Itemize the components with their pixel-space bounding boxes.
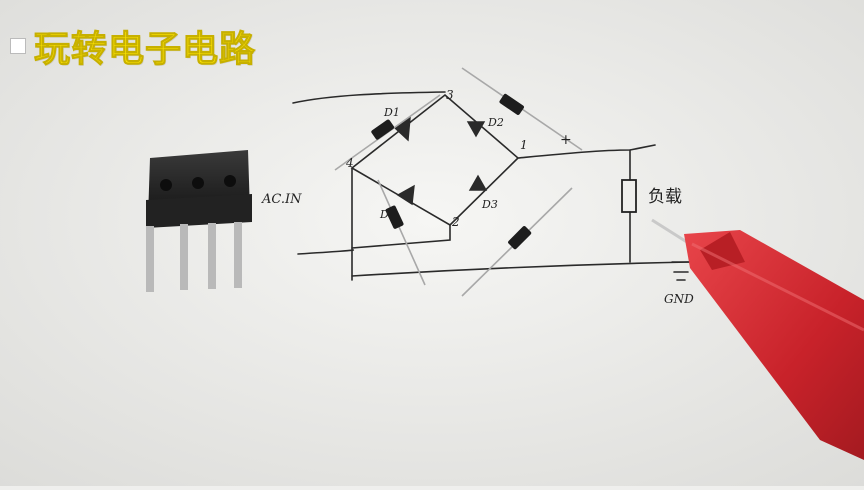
node2-wire bbox=[351, 224, 451, 249]
diode-d2-symbol bbox=[466, 121, 486, 138]
ac-line-bottom bbox=[297, 249, 355, 255]
positive-rail bbox=[517, 144, 656, 159]
bullet-square-icon bbox=[10, 38, 26, 54]
ground-rail bbox=[351, 261, 691, 277]
label-d4: D bbox=[380, 208, 389, 221]
label-d3: D3 bbox=[482, 198, 498, 211]
label-ac-in: AC.IN bbox=[262, 192, 302, 207]
load-resistor bbox=[621, 179, 637, 213]
diode-d1-symbol bbox=[393, 116, 411, 142]
title-overlay: 玩转电子电路 bbox=[10, 20, 256, 72]
label-node-4: 4 bbox=[346, 156, 354, 170]
video-title: 玩转电子电路 bbox=[33, 29, 257, 71]
diode-d3-symbol bbox=[468, 174, 488, 191]
label-d2: D2 bbox=[488, 116, 504, 129]
diode-d4-symbol bbox=[396, 184, 415, 206]
label-load: 负载 bbox=[648, 187, 682, 207]
label-gnd: GND bbox=[664, 292, 694, 306]
physical-diodes bbox=[334, 67, 583, 297]
diode-physical-4 bbox=[461, 187, 573, 297]
multimeter-probe bbox=[651, 218, 864, 460]
diode-physical-3 bbox=[377, 179, 426, 286]
ac-line-top bbox=[292, 91, 446, 104]
gnd-symbol bbox=[671, 261, 691, 281]
label-plus: + bbox=[560, 132, 572, 148]
diode-physical-1 bbox=[334, 94, 441, 171]
diode-symbols bbox=[393, 116, 488, 206]
circuit-drawing bbox=[292, 91, 691, 281]
bridge-rectifier-component bbox=[146, 150, 252, 292]
label-node-3: 3 bbox=[446, 88, 454, 102]
label-node-1: 1 bbox=[520, 138, 528, 152]
label-d1: D1 bbox=[384, 106, 400, 119]
diode-physical-2 bbox=[461, 67, 583, 151]
label-node-2: 2 bbox=[452, 215, 460, 229]
